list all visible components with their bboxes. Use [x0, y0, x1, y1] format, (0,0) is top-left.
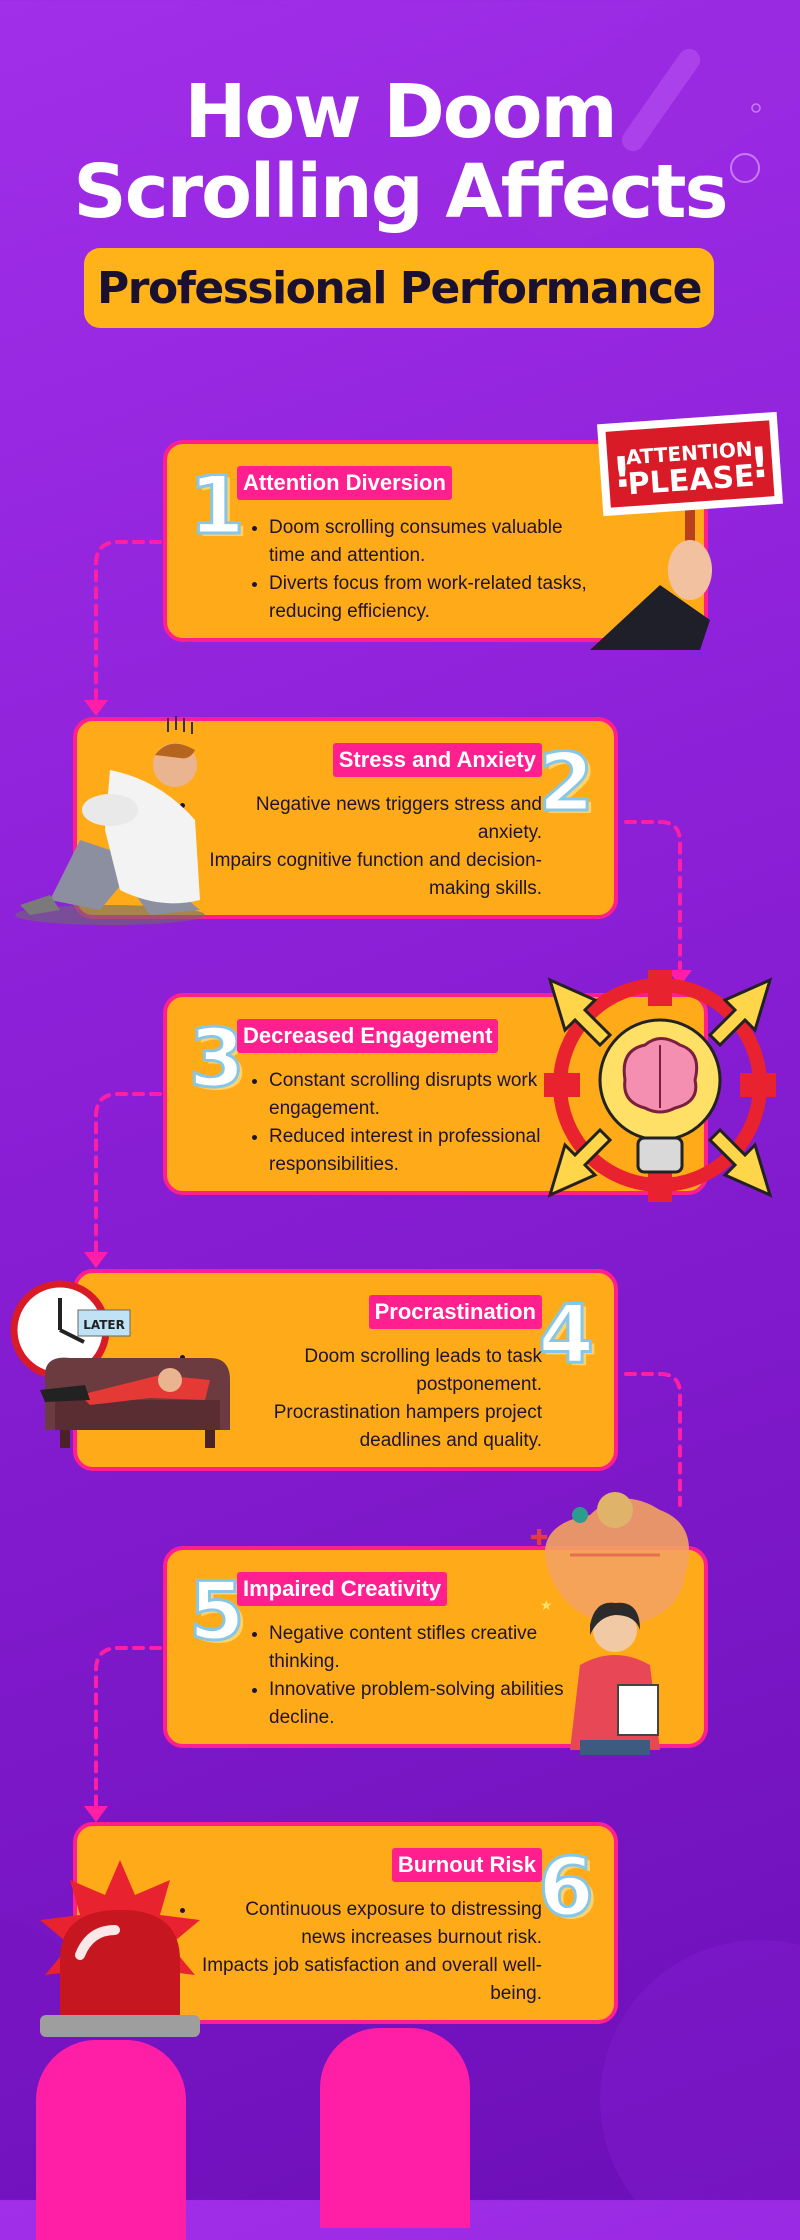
- step-bullets: Doom scrolling leads to task postponemen…: [175, 1343, 542, 1455]
- decor-shape-right: [320, 2028, 470, 2228]
- step-number: 5: [188, 1565, 247, 1658]
- page-subtitle: Professional Performance: [97, 262, 702, 314]
- step-card-3: 3 Decreased Engagement Constant scrollin…: [163, 993, 708, 1195]
- bullet-item: Negative news triggers stress and anxiet…: [197, 791, 542, 847]
- bullet-item: Reduced interest in professional respons…: [269, 1123, 599, 1179]
- bullet-item: Negative content stifles creative thinki…: [269, 1620, 599, 1676]
- step-heading: Decreased Engagement: [237, 1019, 499, 1053]
- bullet-item: Constant scrolling disrupts work engagem…: [269, 1067, 599, 1123]
- step-bullets: Constant scrolling disrupts work engagem…: [247, 1067, 599, 1179]
- bullet-item: Impacts job satisfaction and overall wel…: [197, 1952, 542, 2008]
- bullet-item: Procrastination hampers project deadline…: [197, 1399, 542, 1455]
- step-number: 2: [537, 736, 596, 829]
- decor-shape-left: [36, 2040, 186, 2240]
- step-bullets: Continuous exposure to distressing news …: [175, 1896, 542, 2008]
- bullet-item: Doom scrolling consumes valuable time an…: [269, 514, 599, 570]
- step-bullets: Negative news triggers stress and anxiet…: [175, 791, 542, 903]
- subtitle-banner: Professional Performance: [84, 248, 714, 328]
- step-heading: Burnout Risk: [391, 1848, 542, 1882]
- step-heading: Attention Diversion: [237, 466, 452, 500]
- page-title-line1: How Doom: [184, 69, 617, 155]
- step-card-5: 5 Impaired Creativity Negative content s…: [163, 1546, 708, 1748]
- bullet-item: Impairs cognitive function and decision-…: [197, 847, 542, 903]
- bullet-item: Diverts focus from work-related tasks, r…: [269, 570, 599, 626]
- step-bullets: Doom scrolling consumes valuable time an…: [247, 514, 599, 626]
- step-card-6: 6 Burnout Risk Continuous exposure to di…: [73, 1822, 618, 2024]
- bullet-item: Doom scrolling leads to task postponemen…: [197, 1343, 542, 1399]
- step-number: 4: [537, 1288, 596, 1381]
- step-heading: Stress and Anxiety: [332, 743, 542, 777]
- page-title-line2: Scrolling Affects: [73, 149, 728, 235]
- step-number: 1: [188, 459, 247, 552]
- bullet-item: Innovative problem-solving abilities dec…: [269, 1676, 599, 1732]
- step-heading: Impaired Creativity: [237, 1572, 448, 1606]
- step-heading: Procrastination: [368, 1295, 542, 1329]
- step-bullets: Negative content stifles creative thinki…: [247, 1620, 599, 1732]
- step-number: 6: [537, 1841, 596, 1934]
- bullet-item: Continuous exposure to distressing news …: [197, 1896, 542, 1952]
- step-card-4: 4 Procrastination Doom scrolling leads t…: [73, 1269, 618, 1471]
- step-card-2: 2 Stress and Anxiety Negative news trigg…: [73, 717, 618, 919]
- svg-text:!: !: [748, 438, 771, 488]
- step-number: 3: [188, 1012, 247, 1105]
- step-card-1: 1 Attention Diversion Doom scrolling con…: [163, 440, 708, 642]
